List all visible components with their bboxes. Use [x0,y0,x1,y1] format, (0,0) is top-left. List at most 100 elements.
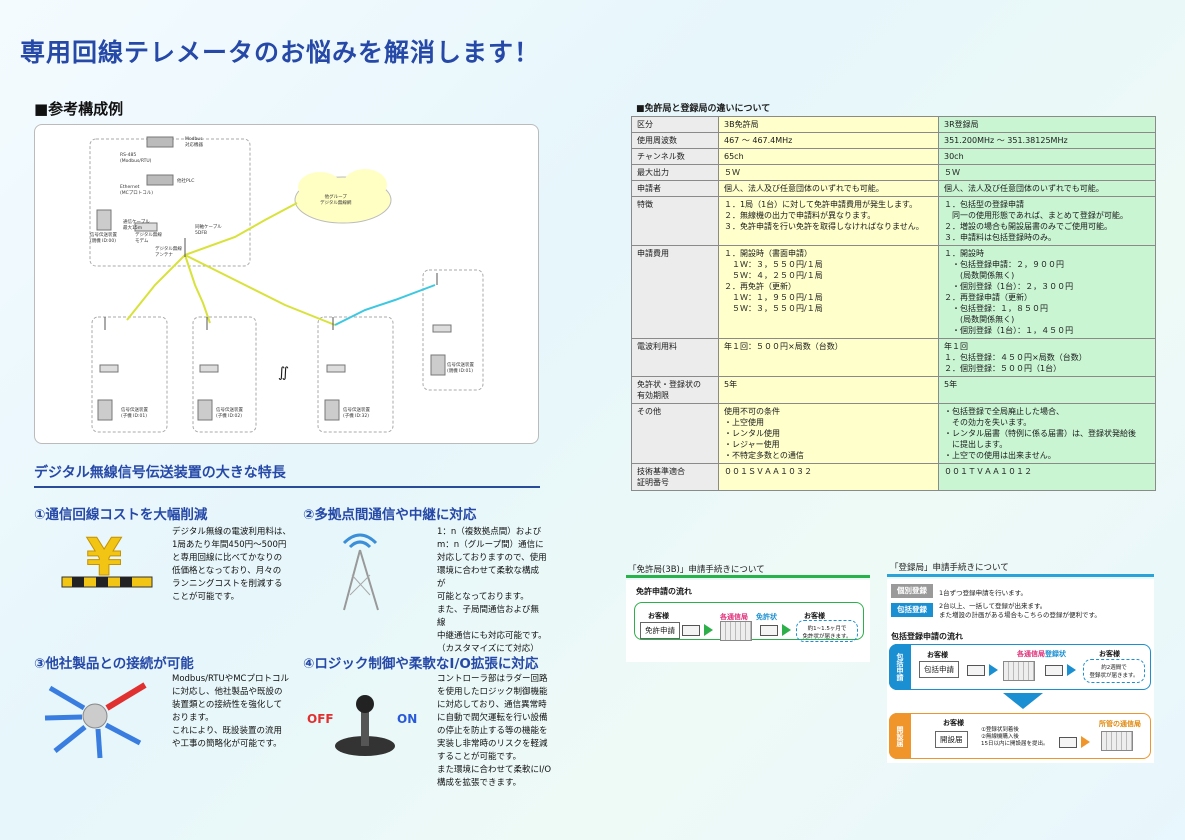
bulk-side-label: 包括申請 [889,644,911,690]
license-customer: お客様 [648,612,669,620]
register-proc-underline [887,574,1154,577]
table-cell: 5年 [718,376,939,404]
license-proc-underline [626,575,870,578]
envelope-icon [967,665,985,676]
license-cert-label: 免許状 [756,613,777,621]
register-proc-title: 「登録局」申請手続きについて [890,563,1009,573]
tower-icon [322,525,420,617]
table-cell: １．開設時（書面申請） １Ｗ：３，５５０円/１局 ５Ｗ：４，２５０円/１局 ２．… [718,245,939,339]
arrow-right-icon [782,624,791,636]
feature-3-title: ③他社製品との接続が可能 [34,656,194,672]
arrow-right-icon [989,664,998,676]
other-base-label: 信号伝送装置 (親機 ID:01) [447,363,474,374]
modbus-label: Modbus 対応機器 [185,137,203,148]
bulk-customer: お客様 [927,651,948,659]
coax-label: 同軸ケーブル 5DFB [195,225,222,236]
table-cell: ００１ＳＶＡＡ１０３２ [718,463,939,491]
feature-4-text: コントローラ部はラダー回路 を使用したロジック制御機能 に対応しており、通信異常… [437,674,552,788]
table-title: ■免許局と登録局の違いについて [636,104,771,114]
table-cell: 5年 [938,376,1156,404]
table-cell: ５Ｗ [938,164,1156,181]
table-cell: チャンネル数 [631,148,719,165]
table-cell: 467 〜 467.4MHz [718,132,939,149]
envelope-icon [1059,737,1077,748]
table-cell: ５Ｗ [718,164,939,181]
table-cell: 使用不可の条件 ・上空使用 ・レンタル使用 ・レジャー使用 ・不特定多数との通信 [718,403,939,464]
register-proc-panel: 個別登録 1台ずつ登録申請を行います。 包括登録 2台以上、一括して登録が出来ま… [887,579,1154,763]
bureau-books-icon [1101,731,1133,751]
license-note: 約1~1.5ヶ月で 免許状が届きます。 [796,620,858,642]
bulk-tag: 包括登録 [891,603,933,617]
table-cell: １．1局（1台）に対して免許申請費用が発生します。 ２．無線機の出力で申請料が異… [718,196,939,246]
table-cell: 特徴 [631,196,719,246]
individual-tag: 個別登録 [891,584,933,598]
table-cell: 年１回 １．包括登録：４５０円×局数（台数） ２．個別登録：５００円（1台） [938,338,1156,377]
off-label: OFF [307,712,334,726]
table-cell: 3R登録局 [938,116,1156,133]
yen-icon: ¥ [42,525,160,603]
table-cell: 技術基準適合 証明番号 [631,463,719,491]
feature-2-title: ②多拠点間通信や中継に対応 [303,507,477,523]
license-proc-title: 「免許局(3B)」申請手続きについて [628,565,765,575]
table-cell: 免許状・登録状の 有効期限 [631,376,719,404]
license-bureau: 各通信局 [720,613,748,621]
comm-cable-label: 通信ケーブル 最大15m [123,220,150,231]
config-heading: ■参考構成例 [34,100,124,118]
feature-3-text: Modbus/RTUやMCプロトコル に対応し、他社製品や既設の 装置類との接続… [172,674,289,749]
table-cell: 最大出力 [631,164,719,181]
base-unit-label: 信号伝送装置 (親機 ID:00) [90,233,117,244]
bulk-bureau: 各通信局 [1017,650,1045,658]
open-note: ①登録状到着後 ②無線機購入後 15日以内に開設届を提出。 [981,727,1049,747]
feature-4-title: ④ロジック制御や柔軟なI/O拡張に対応 [303,656,539,672]
joystick-icon: OFF ON [305,676,425,766]
table-cell: 個人、法人及び任意団体のいずれでも可能。 [938,180,1156,197]
plc-label: 他社PLC [177,179,195,184]
arrow-right-icon [1067,664,1076,676]
bulk-note: 約2週間で 登録状が届きます。 [1083,659,1145,683]
child2-label: 信号伝送装置 (子機 ID:02) [216,408,243,419]
rs485-label: RS-485 (Modbus/RTU) [120,153,152,164]
table-cell: 351.200MHz 〜 351.38125MHz [938,132,1156,149]
table-cell: 個人、法人及び任意団体のいずれでも可能。 [718,180,939,197]
open-form-doc: 開設届 [935,731,968,748]
cloud-label: 他グループ デジタル無線網 [320,195,352,206]
envelope-icon [1045,665,1063,676]
bureau-books-icon [1003,661,1035,681]
table-cell: 電波利用料 [631,338,719,377]
svg-text:¥: ¥ [86,528,122,588]
bulk-customer2: お客様 [1099,650,1120,658]
bulk-reg-cert: 登録状 [1045,650,1066,658]
table-row: その他使用不可の条件 ・上空使用 ・レンタル使用 ・レジャー使用 ・不特定多数と… [631,403,1156,464]
child3-label: 信号伝送装置 (子機 ID:32) [343,408,370,419]
arrow-right-icon [1081,736,1090,748]
table-cell: 使用周波数 [631,132,719,149]
bulk-application-doc: 包括申請 [919,661,959,678]
modem-label: デジタル無線 モデム [135,233,162,244]
bulk-text: 2台以上、一括して登録が出来ます。 また増設の計画がある場合もこちらの登録が便利… [939,602,1101,619]
license-customer2: お客様 [804,612,825,620]
table-row: 電波利用料年１回：５００円×局数（台数）年１回 １．包括登録：４５０円×局数（台… [631,338,1156,377]
table-cell: 30ch [938,148,1156,165]
bulk-flow-label: 包括登録申請の流れ [891,632,963,641]
table-cell: 申請費用 [631,245,719,339]
page-title: 専用回線テレメータのお悩みを解消します！ [20,38,541,67]
child1-label: 信号伝送装置 (子機 ID:01) [121,408,148,419]
arrow-right-icon [704,624,713,636]
feature-1-text: デジタル無線の電波利用料は、 1局あたり年間450円〜500円 と専用回線に比べ… [172,527,291,602]
wavy-separator: ∬ [278,365,290,381]
feature-2-text: 1：n（複数拠点間）および m：n（グループ間）通信に 対応しておりますので、使… [437,527,547,654]
table-cell: 年１回：５００円×局数（台数） [718,338,939,377]
license-application-doc: 免許申請 [640,622,680,639]
config-diagram: Modbus 対応機器 他社PLC RS-485 (Modbus/RTU) Et… [34,124,539,444]
open-customer: お客様 [943,719,964,727]
arrows-icon [40,673,160,763]
